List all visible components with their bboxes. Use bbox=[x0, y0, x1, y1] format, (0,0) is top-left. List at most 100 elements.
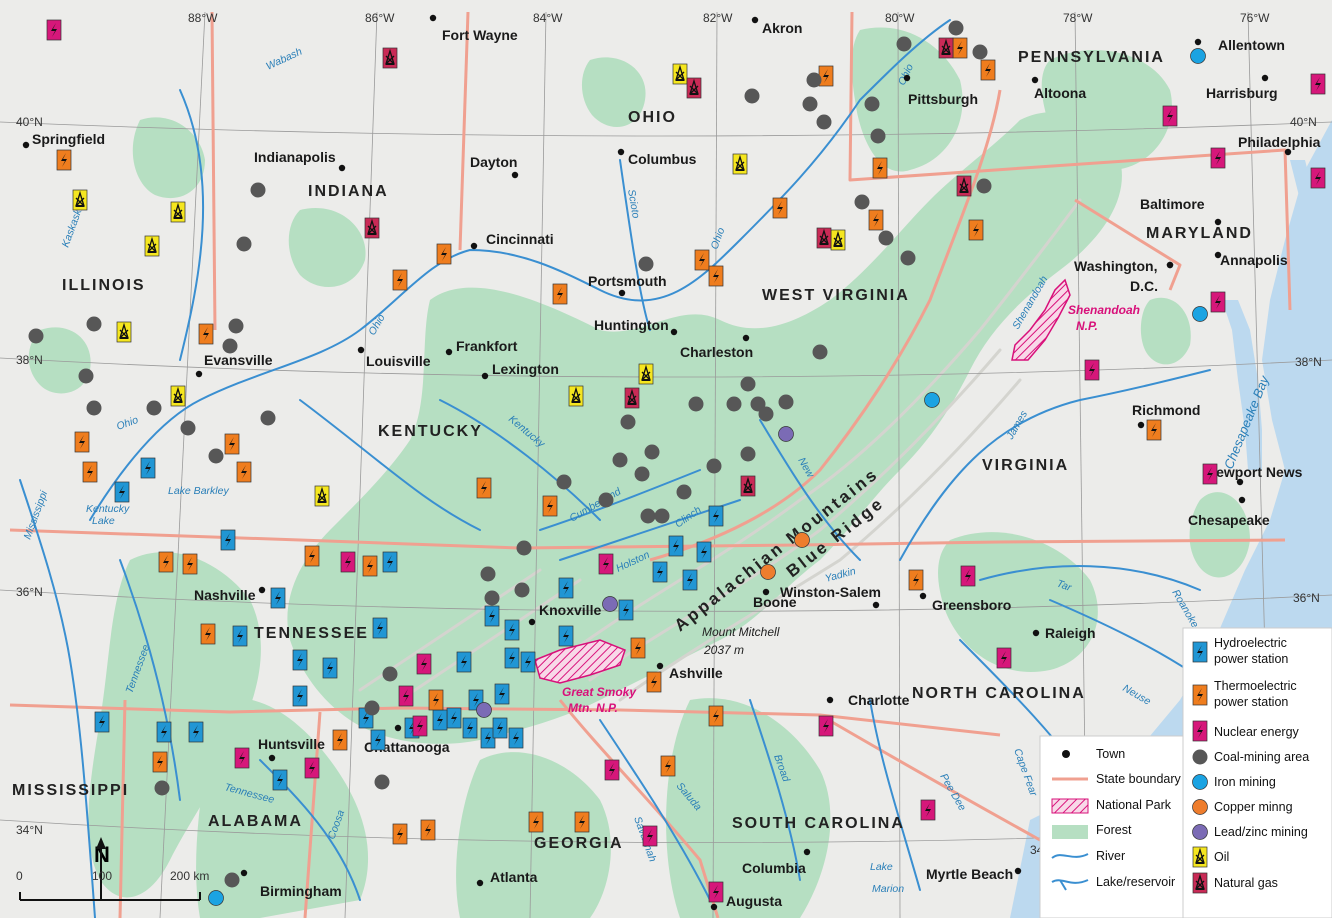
hydroelectric-icon bbox=[668, 535, 684, 557]
town-columbus: Columbus bbox=[617, 148, 697, 167]
svg-text:Mount Mitchell: Mount Mitchell bbox=[702, 625, 780, 639]
coal-mining-icon bbox=[620, 414, 636, 430]
thermoelectric-icon bbox=[552, 283, 568, 305]
town-label: Altoona bbox=[1034, 85, 1086, 101]
coal-mining-icon bbox=[750, 396, 766, 412]
great-smoky-np-area bbox=[534, 639, 626, 684]
svg-text:Nuclear energy: Nuclear energy bbox=[1214, 725, 1300, 739]
svg-text:40°N: 40°N bbox=[16, 115, 43, 129]
town-marker-icon bbox=[1236, 478, 1244, 486]
hydroelectric-icon bbox=[652, 561, 668, 583]
coal-mining-icon bbox=[228, 318, 244, 334]
hydroelectric-icon bbox=[708, 505, 724, 527]
thermoelectric-icon bbox=[476, 477, 492, 499]
svg-text:40°N: 40°N bbox=[1290, 115, 1317, 129]
oil-icon bbox=[72, 189, 88, 211]
town-marker-icon bbox=[1214, 251, 1222, 259]
town-marker-icon bbox=[470, 242, 478, 250]
town-label: Charleston bbox=[680, 344, 753, 360]
svg-text:Natural gas: Natural gas bbox=[1214, 876, 1278, 890]
town-marker-icon bbox=[22, 141, 30, 149]
svg-text:Lake Barkley: Lake Barkley bbox=[168, 485, 229, 497]
copper-mining-icon bbox=[794, 532, 810, 548]
thermoelectric-icon bbox=[392, 269, 408, 291]
natural-gas-icon bbox=[740, 475, 756, 497]
nuclear-icon bbox=[416, 653, 432, 675]
hydroelectric-icon bbox=[558, 625, 574, 647]
svg-text:88°W: 88°W bbox=[188, 11, 218, 25]
hydroelectric-icon bbox=[432, 709, 448, 731]
legend-natural-gas-icon bbox=[1192, 872, 1208, 894]
nuclear-icon bbox=[1310, 73, 1326, 95]
thermoelectric-icon bbox=[708, 265, 724, 287]
thermoelectric-icon bbox=[56, 149, 72, 171]
legend-hydroelectric-icon bbox=[1192, 641, 1208, 663]
town-marker-icon bbox=[670, 328, 678, 336]
coal-mining-icon bbox=[222, 338, 238, 354]
thermoelectric-icon bbox=[630, 637, 646, 659]
svg-text:GEORGIA: GEORGIA bbox=[534, 835, 624, 852]
town-marker-icon bbox=[1031, 76, 1039, 84]
svg-text:34°N: 34°N bbox=[16, 823, 43, 837]
legend-thermoelectric-icon bbox=[1192, 684, 1208, 706]
hydroelectric-icon bbox=[292, 649, 308, 671]
thermoelectric-icon bbox=[200, 623, 216, 645]
town-charlotte: Charlotte bbox=[826, 692, 910, 708]
town-marker-icon bbox=[195, 370, 203, 378]
thermoelectric-icon bbox=[236, 461, 252, 483]
town-frankfort: Frankfort bbox=[445, 338, 518, 356]
town-harrisburg: Harrisburg bbox=[1206, 74, 1278, 101]
town-label: Evansville bbox=[204, 352, 273, 368]
coal-mining-icon bbox=[802, 96, 818, 112]
natural-gas-icon bbox=[364, 217, 380, 239]
nuclear-icon bbox=[1162, 105, 1178, 127]
town-indianapolis: Indianapolis bbox=[254, 149, 346, 172]
hydroelectric-icon bbox=[382, 551, 398, 573]
coal-mining-icon bbox=[644, 444, 660, 460]
svg-text:100: 100 bbox=[92, 869, 112, 883]
coal-mining-icon bbox=[676, 484, 692, 500]
thermoelectric-icon bbox=[182, 553, 198, 575]
coal-mining-icon bbox=[740, 446, 756, 462]
rivers bbox=[19, 19, 1231, 918]
hydroelectric-icon bbox=[682, 569, 698, 591]
thermoelectric-icon bbox=[392, 823, 408, 845]
legend-nuclear-icon bbox=[1192, 720, 1208, 742]
town-marker-icon bbox=[919, 592, 927, 600]
coal-mining-icon bbox=[260, 410, 276, 426]
iron-mining-icon bbox=[1192, 306, 1208, 322]
coal-mining-icon bbox=[948, 20, 964, 36]
svg-text:36°N: 36°N bbox=[16, 585, 43, 599]
svg-text:Scioto: Scioto bbox=[625, 188, 642, 219]
town-fort-wayne: Fort Wayne bbox=[429, 14, 518, 43]
town-raleigh: Raleigh bbox=[1032, 625, 1096, 641]
town-label: D.C. bbox=[1130, 278, 1158, 294]
town-label: Newport News bbox=[1206, 464, 1303, 480]
coal-mining-icon bbox=[480, 566, 496, 582]
town-label: Columbia bbox=[742, 860, 806, 876]
town-label: Springfield bbox=[32, 131, 105, 147]
coal-mining-icon bbox=[654, 508, 670, 524]
hydroelectric-icon bbox=[484, 605, 500, 627]
nuclear-icon bbox=[598, 553, 614, 575]
nuclear-icon bbox=[1084, 359, 1100, 381]
hydroelectric-icon bbox=[94, 711, 110, 733]
thermoelectric-icon bbox=[82, 461, 98, 483]
oil-icon bbox=[830, 229, 846, 251]
nuclear-icon bbox=[996, 647, 1012, 669]
town-label: Birmingham bbox=[260, 883, 342, 899]
lead-zinc-mining-icon bbox=[476, 702, 492, 718]
town-label: Indianapolis bbox=[254, 149, 336, 165]
oil-icon bbox=[170, 201, 186, 223]
nuclear-icon bbox=[920, 799, 936, 821]
coal-mining-icon bbox=[86, 400, 102, 416]
oil-icon bbox=[116, 321, 132, 343]
town-marker-icon bbox=[258, 586, 266, 594]
svg-text:Hydroelectric: Hydroelectric bbox=[1214, 636, 1287, 650]
coal-mining-icon bbox=[896, 36, 912, 52]
thermoelectric-icon bbox=[304, 545, 320, 567]
coal-mining-icon bbox=[514, 582, 530, 598]
town-nashville: Nashville bbox=[194, 586, 266, 603]
coal-mining-icon bbox=[78, 368, 94, 384]
